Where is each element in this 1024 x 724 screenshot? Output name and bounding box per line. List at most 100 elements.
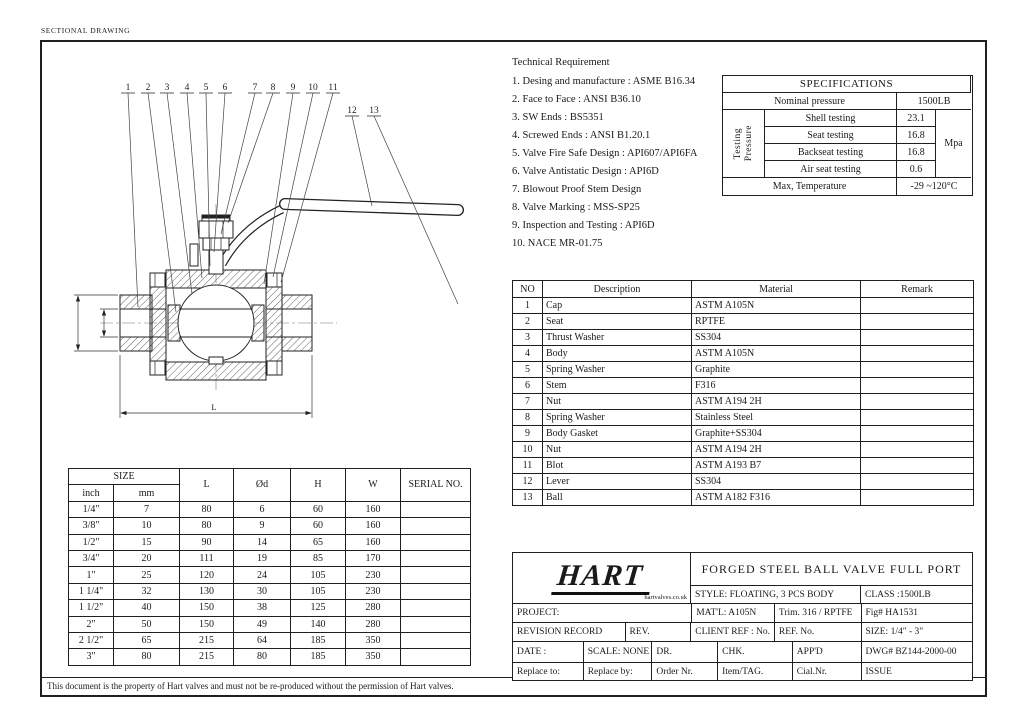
size-subheader-row: inch mm	[68, 484, 471, 502]
size-table-cell: 130	[179, 582, 235, 601]
size-table-cell: 160	[345, 517, 402, 535]
size-table-cell: 9	[233, 517, 292, 535]
size-table-cell: 2 1/2"	[68, 631, 114, 650]
chk-field: CHK.	[718, 642, 793, 662]
size-table-cell: 40	[112, 599, 181, 617]
size-table-cell: 50	[112, 615, 181, 633]
size-table-cell: 215	[179, 648, 235, 666]
project-field: PROJECT:	[513, 604, 693, 622]
size-table-cell: 170	[345, 549, 402, 568]
specifications-table: SPECIFICATIONS Nominal pressure 1500LB T…	[722, 75, 973, 196]
nominal-pressure-value: 1500LB	[897, 93, 971, 110]
parts-table-cell: Stem	[542, 377, 692, 394]
parts-table-cell: ASTM A193 B7	[691, 457, 861, 474]
size-subheader-mm: mm	[112, 484, 181, 502]
item-tag-field: Item/TAG.	[718, 663, 793, 680]
parts-table-cell: Thrust Washer	[542, 329, 692, 346]
size-table-cell: 80	[179, 500, 235, 519]
parts-table-cell	[860, 457, 974, 474]
size-header-H: H	[290, 468, 347, 502]
issue-field: ISSUE	[865, 666, 892, 677]
parts-table-cell: 10	[512, 441, 543, 458]
parts-table-cell: 5	[512, 361, 543, 378]
callout-number: 9	[291, 83, 296, 93]
test-label: Seat testing	[765, 127, 897, 144]
size-table-cell	[400, 549, 472, 568]
parts-table-cell: ASTM A105N	[691, 345, 861, 362]
test-value: 23.1	[897, 110, 936, 127]
parts-table-cell: 7	[512, 393, 543, 410]
leader-line	[272, 92, 314, 278]
size-table-cell	[400, 615, 472, 633]
size-table-cell	[400, 599, 472, 617]
parts-table-cell: 6	[512, 377, 543, 394]
size-table-cell: 280	[345, 599, 402, 617]
callout-number: 4	[185, 83, 190, 93]
parts-table-cell: Nut	[542, 441, 692, 458]
size-table-cell: 150	[179, 599, 235, 617]
sheet-corner-label: SECTIONAL DRAWING	[41, 26, 131, 35]
style-field: STYLE: FLOATING, 3 PCS BODY	[691, 586, 861, 603]
parts-table-cell: 1	[512, 297, 543, 314]
size-table-cell: 105	[290, 582, 347, 601]
parts-table-cell: 12	[512, 473, 543, 490]
size-table-cell: 3/8"	[68, 517, 114, 535]
technical-requirement-item: 4. Screwed Ends : ANSI B1.20.1	[512, 130, 651, 141]
technical-requirement-item: 2. Face to Face : ANSI B36.10	[512, 94, 641, 105]
size-table-cell: 185	[290, 648, 347, 666]
parts-table-cell: ASTM A105N	[691, 297, 861, 314]
parts-table-cell: RPTFE	[691, 313, 861, 330]
size-table-cell: 215	[179, 631, 235, 650]
size-range-field: SIZE: 1/4" - 3"	[865, 627, 924, 637]
size-table-cell: 2"	[68, 615, 114, 633]
size-table-cell: 19	[233, 549, 292, 568]
size-table-cell: 30	[233, 582, 292, 601]
ref-no-field: REF. No.	[775, 623, 862, 641]
size-table-cell: 3/4"	[68, 549, 114, 568]
test-value: 0.6	[897, 161, 936, 178]
size-header-row: SIZE L Ød H W SERIAL NO.	[67, 467, 472, 502]
size-table-cell: 1/4"	[68, 500, 114, 519]
nominal-pressure-label: Nominal pressure	[723, 93, 897, 110]
hart-logo: HART hartvalves.co.uk	[513, 553, 691, 603]
size-table-cell: 1 1/4"	[68, 582, 114, 601]
technical-requirement-item: 3. SW Ends : BS5351	[512, 112, 604, 123]
size-table-cell: 14	[233, 533, 292, 551]
parts-table-cell: F316	[691, 377, 861, 394]
parts-table-cell: Ball	[542, 489, 692, 506]
parts-header-material: Material	[691, 280, 861, 298]
parts-table-cell	[860, 297, 974, 314]
trim-field: Trim. 316 / RPTFE	[775, 604, 862, 622]
parts-table-cell: 3	[512, 329, 543, 346]
dwg-field: DWG# BZ144-2000-00	[865, 647, 957, 657]
size-table-cell: 65	[112, 631, 181, 650]
revision-record-field: REVISION RECORD	[513, 623, 626, 641]
callout-number: 1	[126, 83, 131, 93]
technical-requirements: Technical Requirement 1. Desing and manu…	[512, 53, 722, 253]
size-table-cell: 1 1/2"	[68, 599, 114, 617]
parts-table-cell	[860, 409, 974, 426]
size-table-cell	[400, 500, 472, 519]
parts-table-cell: 8	[512, 409, 543, 426]
parts-header-row: NO Description Material Remark	[512, 280, 974, 298]
appd-field: APP'D	[793, 642, 862, 662]
parts-header-description: Description	[542, 280, 692, 298]
parts-table-cell	[860, 313, 974, 330]
matl-field: MAT'L: A105N	[692, 604, 775, 622]
leader-line	[147, 92, 177, 313]
size-table-cell: 185	[290, 631, 347, 650]
test-value: 16.8	[897, 144, 936, 161]
parts-table-cell: SS304	[691, 473, 861, 490]
lever-handle	[218, 198, 464, 267]
